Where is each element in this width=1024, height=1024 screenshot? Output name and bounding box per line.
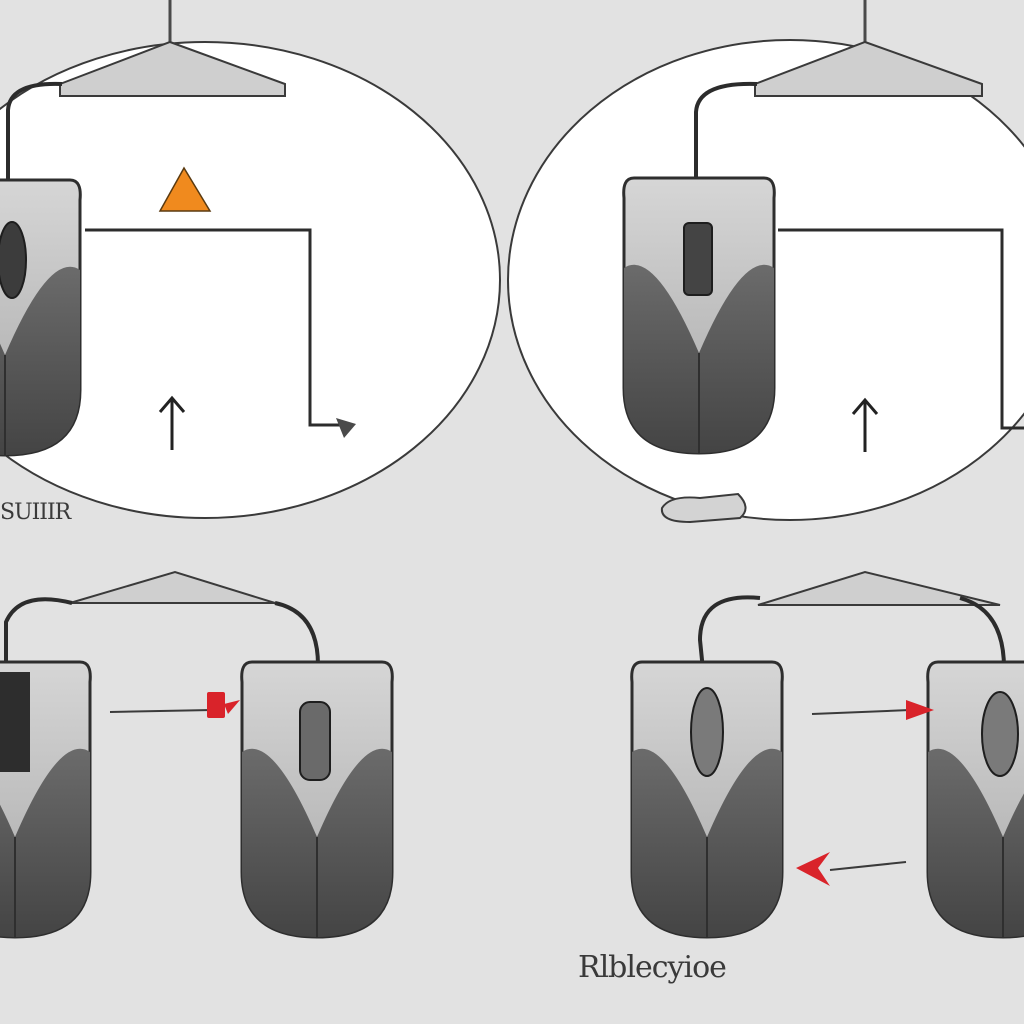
red-arrow-icon (906, 700, 934, 720)
scene-bottom-left (0, 570, 394, 939)
panel-top-left (0, 0, 501, 519)
panel-top-right (507, 0, 1024, 524)
caption-bottom: Rlblecyioe (578, 950, 727, 985)
cable (6, 81, 63, 290)
scene-bottom-right (630, 570, 1024, 939)
mouse-icon (240, 660, 394, 939)
stand-hood (59, 40, 286, 97)
up-arrow-icon (851, 397, 879, 452)
mouse-icon (926, 660, 1024, 939)
connector-line (85, 228, 350, 427)
pointer-line (829, 861, 907, 871)
connector-tip (336, 418, 356, 438)
pointer-line (811, 709, 911, 715)
mouse-icon (0, 660, 92, 939)
connector-line (778, 228, 1024, 430)
stand-hood (757, 570, 1001, 606)
up-arrow-icon (158, 395, 186, 450)
cable (4, 597, 73, 700)
stand-hood (69, 570, 276, 604)
red-arrow-icon (207, 692, 240, 718)
cable (697, 595, 761, 701)
loose-cable-end (660, 492, 747, 524)
mouse-icon (630, 660, 784, 939)
cable (959, 596, 1006, 669)
red-arrow-icon (796, 852, 830, 886)
stand-hood (754, 40, 983, 97)
caption-left-fragment: SUIIIR (0, 500, 71, 525)
warning-triangle-icon (158, 166, 212, 212)
mouse-icon (0, 178, 82, 457)
cable (694, 81, 758, 225)
mouse-icon (622, 176, 776, 455)
pointer-line (109, 709, 213, 713)
